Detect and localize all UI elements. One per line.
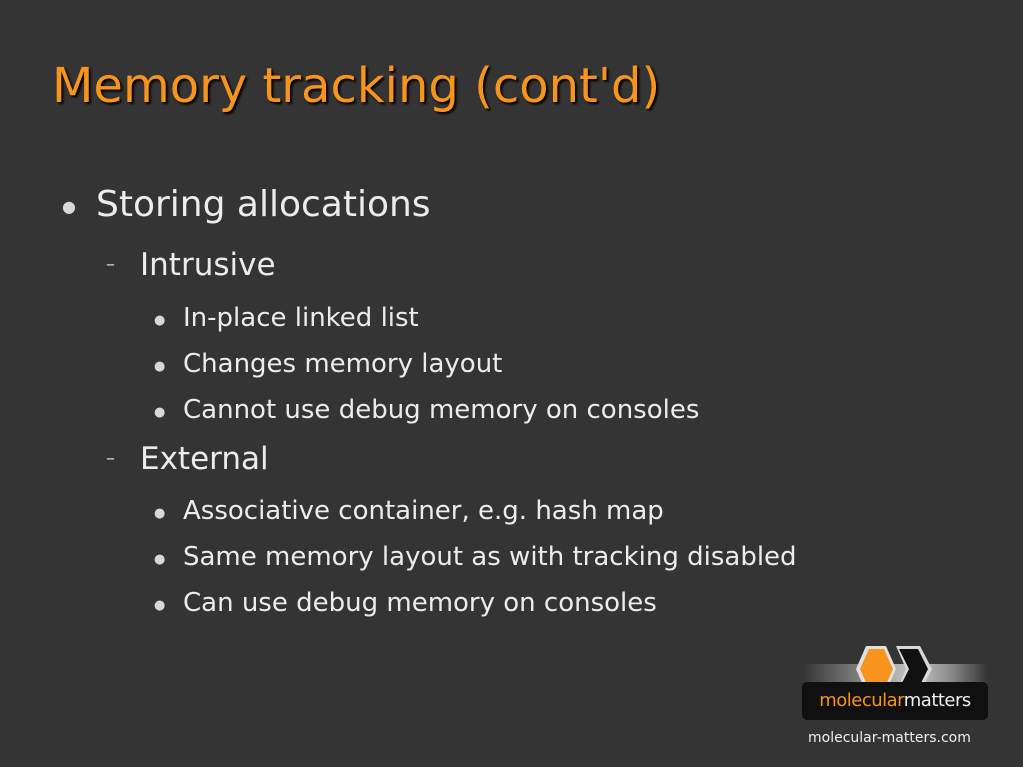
logo-chevron-icon (856, 646, 932, 692)
bullet-storing-allocations: ● Storing allocations (62, 184, 431, 225)
bullet-dot-icon: ● (154, 598, 166, 613)
bullet-cannot-use-debug-memory: ● Cannot use debug memory on consoles (154, 395, 700, 425)
bullet-dot-icon: ● (154, 405, 166, 420)
bullet-dot-icon: ● (154, 552, 166, 567)
bullet-text: Storing allocations (96, 184, 431, 225)
logo-wordmark: molecularmatters (802, 682, 988, 720)
bullet-dot-icon: ● (62, 197, 76, 216)
bullet-text: Associative container, e.g. hash map (183, 496, 664, 526)
logo-word-molecular: molecular (819, 690, 904, 711)
bullet-text: In-place linked list (183, 303, 419, 333)
bullet-text: Cannot use debug memory on consoles (183, 395, 700, 425)
bullet-text: External (140, 441, 269, 477)
bullet-in-place-linked-list: ● In-place linked list (154, 303, 419, 333)
bullet-text: Can use debug memory on consoles (183, 588, 657, 618)
bullet-associative-container: ● Associative container, e.g. hash map (154, 496, 664, 526)
bullet-text: Intrusive (140, 247, 276, 283)
molecular-matters-logo: molecularmatters (802, 646, 988, 720)
website-url: molecular-matters.com (808, 730, 971, 746)
bullet-can-use-debug-memory: ● Can use debug memory on consoles (154, 588, 657, 618)
bullet-dot-icon: ● (154, 313, 166, 328)
bullet-dash-icon: – (106, 254, 115, 275)
bullet-dot-icon: ● (154, 506, 166, 521)
logo-gradient-strip (802, 664, 988, 686)
slide-title: Memory tracking (cont'd) (52, 58, 661, 114)
bullet-dot-icon: ● (154, 359, 166, 374)
logo-word-matters: matters (903, 690, 972, 711)
bullet-text: Same memory layout as with tracking disa… (183, 542, 797, 572)
bullet-same-memory-layout: ● Same memory layout as with tracking di… (154, 542, 797, 572)
bullet-changes-memory-layout: ● Changes memory layout (154, 349, 503, 379)
bullet-text: Changes memory layout (183, 349, 503, 379)
bullet-external: – External (106, 441, 269, 477)
bullet-dash-icon: – (106, 448, 115, 469)
bullet-intrusive: – Intrusive (106, 247, 276, 283)
